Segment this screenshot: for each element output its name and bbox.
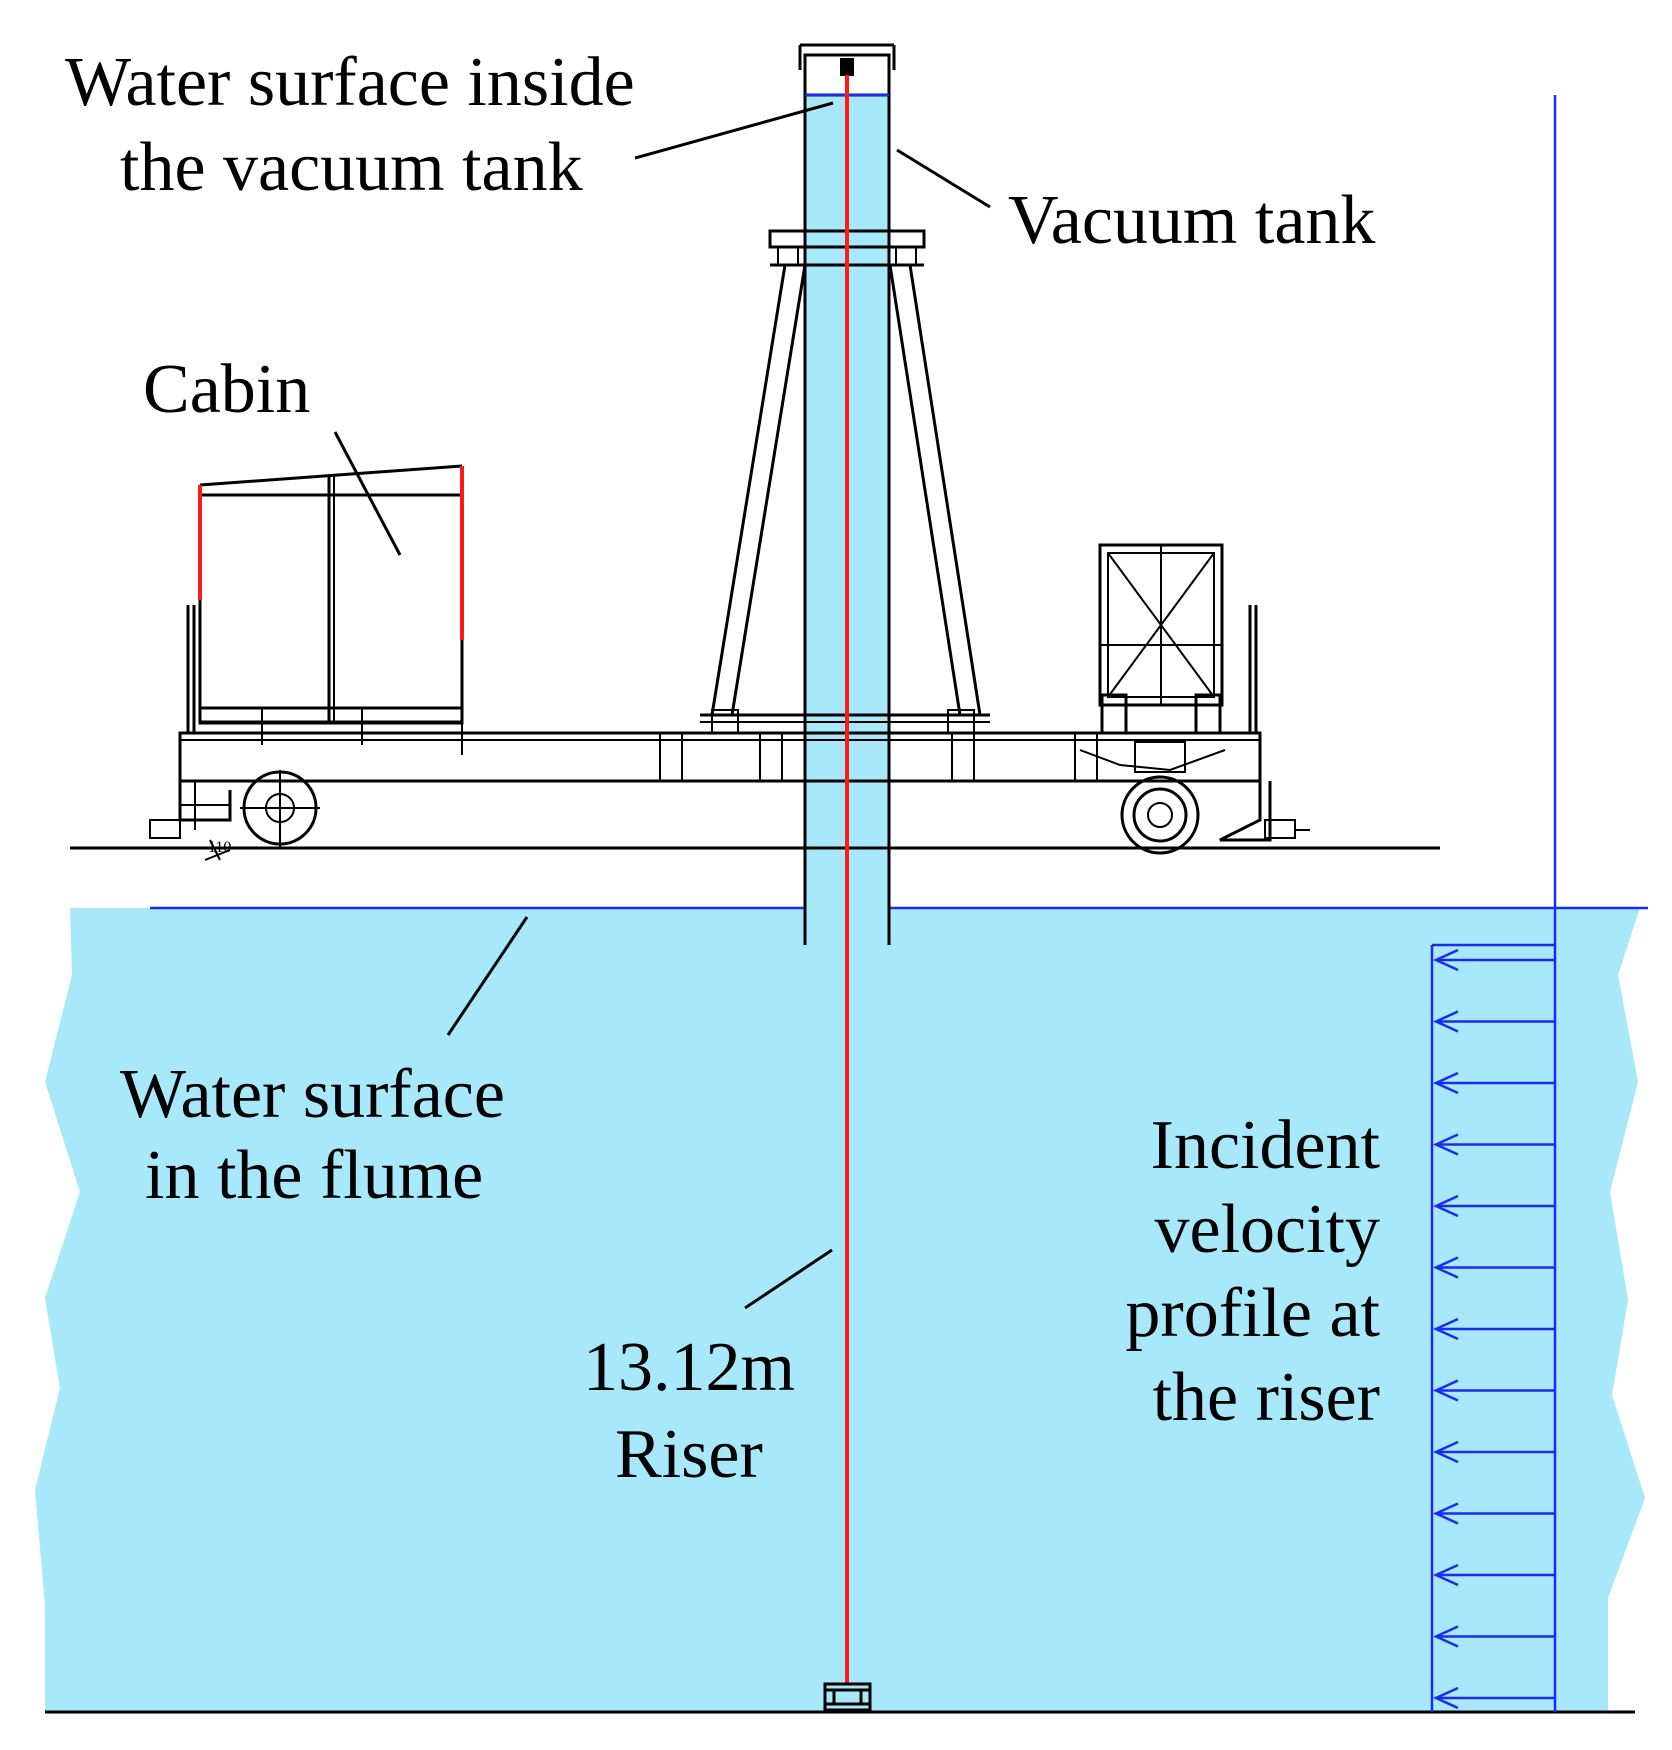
label-tank-water-surface-2: the vacuum tank (120, 129, 583, 206)
flume-water (35, 908, 1645, 1712)
label-tank-water-surface-1: Water surface inside (65, 44, 635, 121)
label-flume-water-surface-1: Water surface (120, 1056, 505, 1133)
leader-vacuum-tank (896, 148, 991, 209)
velocity-arrowhead (1432, 1563, 1459, 1587)
velocity-arrowhead (1432, 1440, 1459, 1464)
vacuum-tank (798, 43, 896, 945)
label-riser-length: 13.12m (583, 1329, 795, 1406)
velocity-profile (1430, 95, 1557, 1712)
velocity-arrowhead (1432, 1256, 1459, 1279)
velocity-arrowhead (1432, 1133, 1459, 1156)
cabin-structure (198, 464, 464, 755)
velocity-arrowhead (1432, 1010, 1459, 1033)
right-wheel (1079, 741, 1226, 855)
label-incident-1: Incident (1151, 1107, 1381, 1184)
velocity-arrowhead (1432, 1379, 1459, 1402)
bottom-anchor (823, 1682, 872, 1712)
label-incident-4: the riser (1153, 1359, 1380, 1436)
velocity-arrowhead (1432, 1317, 1459, 1341)
leader-riser (744, 1248, 833, 1310)
velocity-arrowhead (1432, 1625, 1459, 1648)
right-cabinet (1085, 543, 1240, 735)
label-incident-2: velocity (1155, 1191, 1380, 1268)
velocity-arrowhead (1432, 948, 1459, 972)
label-cabin: Cabin (143, 351, 310, 428)
velocity-arrowhead (1432, 1071, 1459, 1095)
small-mark-110: 110 (208, 839, 231, 856)
label-flume-water-surface-2: in the flume (145, 1137, 483, 1214)
label-incident-3: profile at (1125, 1275, 1380, 1352)
velocity-arrowhead (1432, 1502, 1459, 1525)
label-riser: Riser (615, 1416, 763, 1493)
velocity-arrowhead (1432, 1686, 1459, 1710)
leader-flume-water-surface (446, 916, 529, 1036)
label-vacuum-tank: Vacuum tank (1008, 182, 1375, 259)
leader-tank-water-surface (634, 101, 834, 160)
leader-cabin (333, 431, 402, 556)
left-wheel (240, 770, 320, 848)
velocity-arrowhead (1432, 1194, 1459, 1218)
